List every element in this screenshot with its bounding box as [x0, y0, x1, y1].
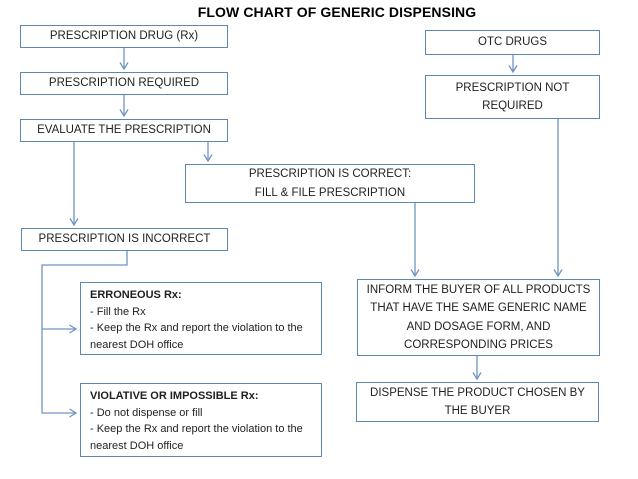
node-line: DISPENSE THE PRODUCT CHOSEN BY [370, 386, 585, 399]
node-violative-rx: VIOLATIVE OR IMPOSSIBLE Rx: - Do not dis… [80, 383, 322, 457]
node-prescription-not-required: PRESCRIPTION NOT REQUIRED [425, 75, 600, 119]
node-inform-buyer: INFORM THE BUYER OF ALL PRODUCTS THAT HA… [357, 279, 600, 356]
node-line: CORRESPONDING PRICES [404, 338, 553, 351]
node-dispense-product: DISPENSE THE PRODUCT CHOSEN BY THE BUYER [356, 382, 599, 422]
node-erroneous-rx: ERRONEOUS Rx: - Fill the Rx - Keep the R… [80, 282, 322, 355]
node-line: FILL & FILE PRESCRIPTION [254, 186, 406, 199]
node-line: - Do not dispense or fill [90, 406, 203, 419]
node-line: THAT HAVE THE SAME GENERIC NAME [370, 302, 587, 315]
node-label: EVALUATE THE PRESCRIPTION [37, 124, 211, 137]
node-line: AND DOSAGE FORM, AND [406, 320, 551, 333]
node-line: INFORM THE BUYER OF ALL PRODUCTS [366, 283, 591, 296]
node-prescription-incorrect: PRESCRIPTION IS INCORRECT [21, 228, 228, 251]
node-otc-drugs: OTC DRUGS [425, 30, 600, 55]
node-line: - Keep the Rx and report the violation t… [90, 322, 303, 351]
node-label: PRESCRIPTION IS INCORRECT [38, 233, 211, 246]
node-heading: VIOLATIVE OR IMPOSSIBLE Rx: [90, 390, 259, 402]
node-line: PRESCRIPTION NOT [455, 81, 570, 94]
node-prescription-required: PRESCRIPTION REQUIRED [20, 72, 228, 95]
node-line: REQUIRED [482, 100, 543, 112]
node-prescription-correct: PRESCRIPTION IS CORRECT: FILL & FILE PRE… [185, 164, 475, 203]
node-line: THE BUYER [444, 405, 511, 417]
node-line: - Keep the Rx and report the violation t… [90, 423, 303, 452]
node-evaluate-prescription: EVALUATE THE PRESCRIPTION [20, 119, 228, 142]
node-label: PRESCRIPTION REQUIRED [48, 77, 200, 90]
node-heading: ERRONEOUS Rx: [90, 289, 182, 301]
node-label: OTC DRUGS [478, 36, 547, 49]
node-prescription-drug: PRESCRIPTION DRUG (Rx) [20, 25, 228, 48]
chart-title: FLOW CHART OF GENERIC DISPENSING [197, 4, 477, 20]
node-line: - Fill the Rx [90, 305, 146, 318]
node-line: PRESCRIPTION IS CORRECT: [248, 168, 412, 181]
node-label: PRESCRIPTION DRUG (Rx) [49, 30, 199, 43]
